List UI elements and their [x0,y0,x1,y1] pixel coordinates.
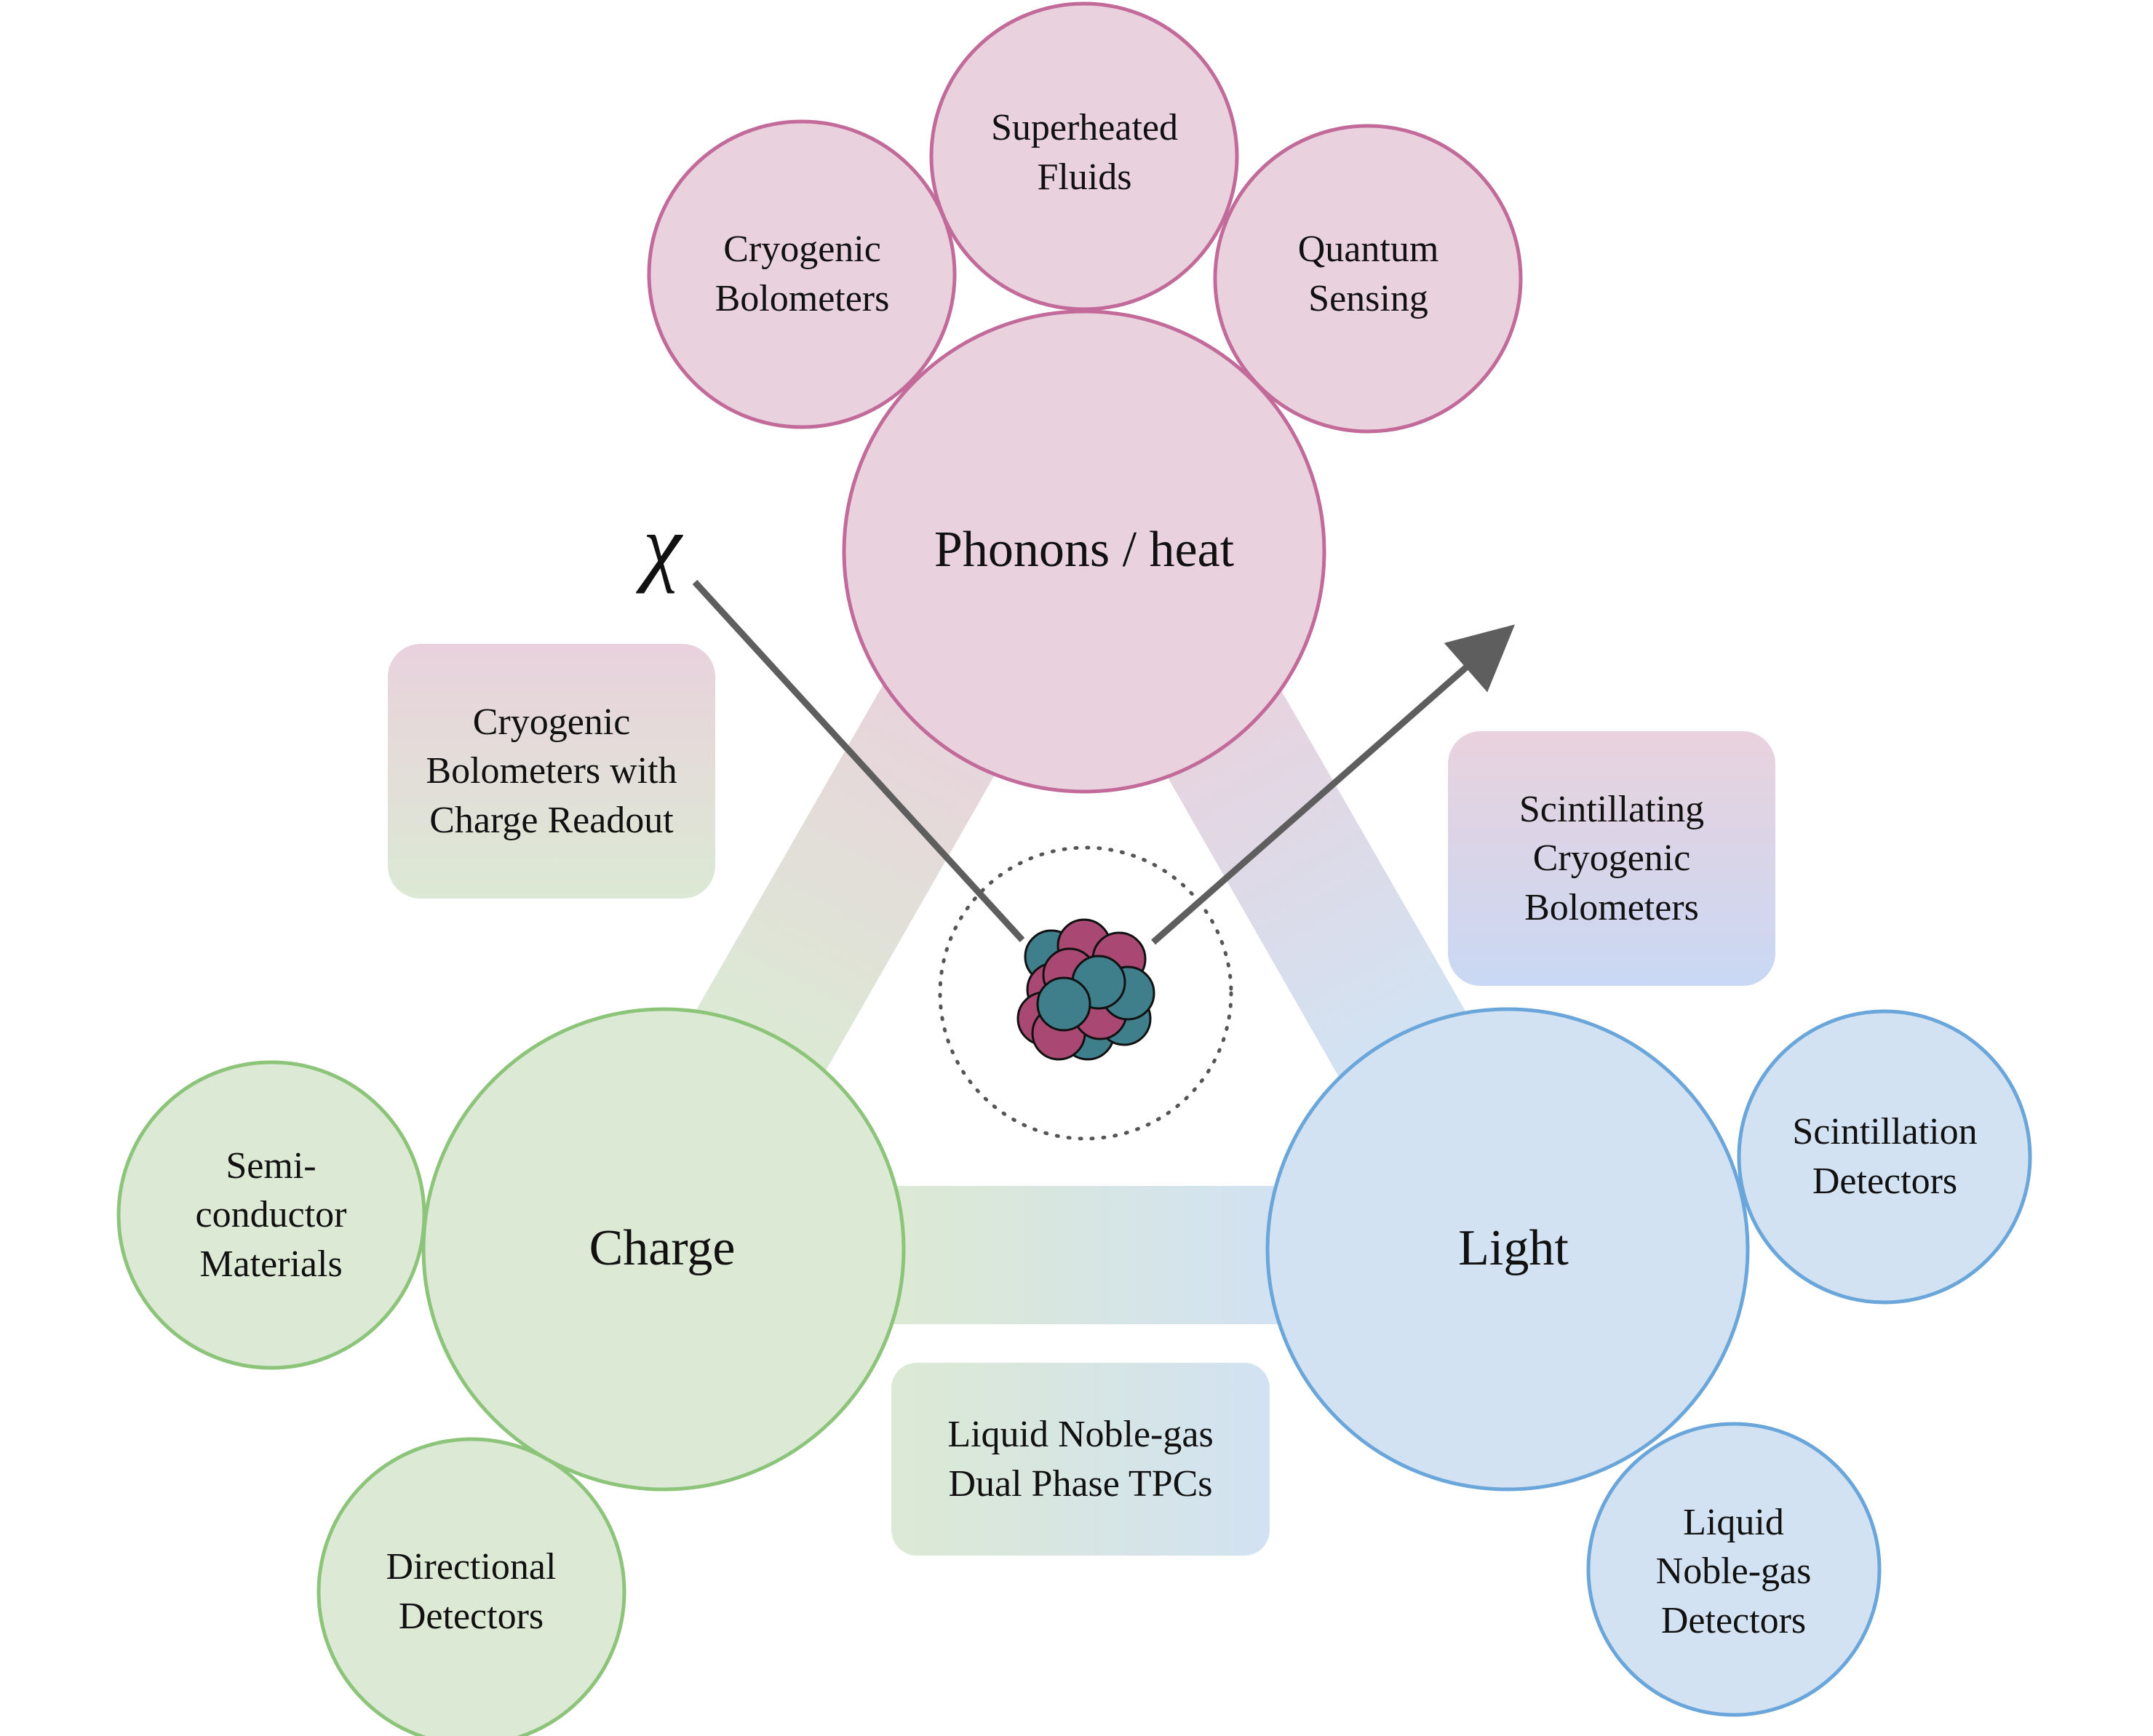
circle-phonons [842,309,1326,794]
band-charge-light [873,1186,1295,1324]
circle-superheated-fluids [929,1,1239,311]
nucleus-orbit [938,845,1233,1141]
circle-liquid-noble [1586,1422,1882,1717]
circle-charge [421,1007,906,1492]
incoming-particle-track [692,579,1025,943]
nucleus-icon [1016,918,1155,1061]
circle-light [1265,1007,1750,1492]
circle-quantum-sensing [1213,124,1523,434]
hybrid-box-charge-light [891,1363,1270,1556]
circle-cryogenic-bolometers [647,119,957,429]
outgoing-particle-track [1151,624,1516,945]
band-phonon-light [1164,677,1470,1077]
circle-scintillation [1737,1009,2032,1305]
circle-directional [317,1437,626,1736]
hybrid-box-phonon-light [1448,731,1775,986]
hybrid-box-phonon-charge [388,644,715,899]
band-phonon-charge [691,677,997,1077]
circle-semiconductor [116,1060,426,1370]
